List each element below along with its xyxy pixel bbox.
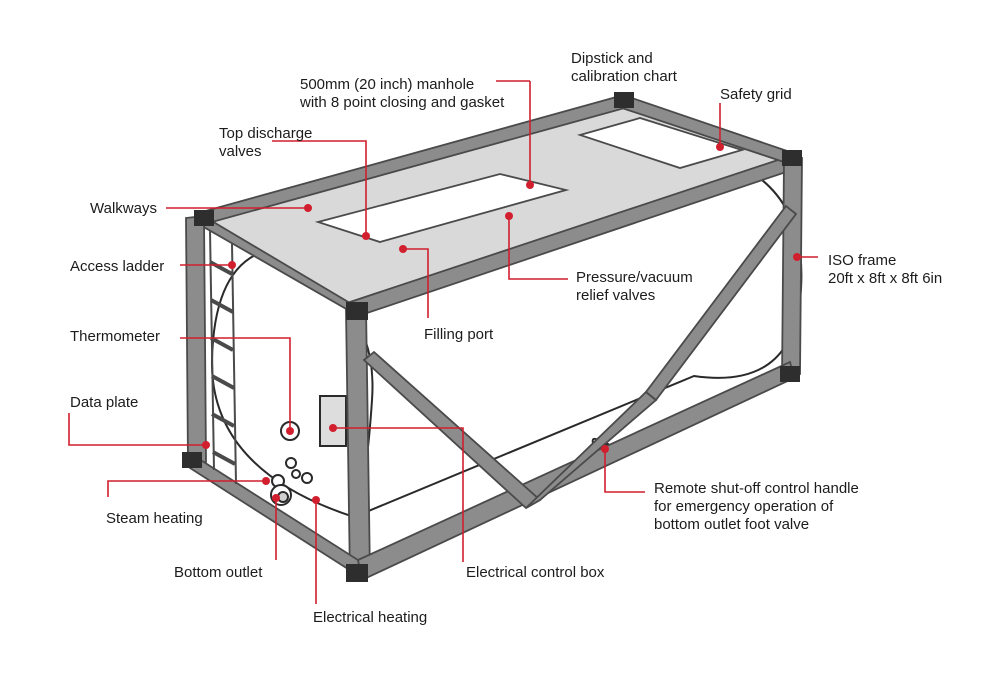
label-top-discharge: Top discharge valves	[219, 125, 313, 160]
label-steam-heating: Steam heating	[106, 510, 203, 527]
leader-top-discharge	[272, 140, 367, 236]
label-electrical-control-box: Electrical control box	[466, 564, 605, 581]
ladder-rail-2	[231, 243, 237, 485]
label-dipstick: Dipstick and calibration chart	[571, 50, 677, 85]
label-manhole: 500mm (20 inch) manhole with 8 point clo…	[300, 76, 505, 111]
label-electrical-heating: Electrical heating	[313, 609, 428, 626]
bottom-fittings	[270, 395, 610, 506]
label-filling-port: Filling port	[424, 326, 494, 343]
leader-steam-heating	[107, 480, 268, 497]
leader-filling-port	[403, 248, 429, 318]
label-access-ladder: Access ladder	[70, 258, 165, 275]
label-pressure-relief: Pressure/vacuum relief valves	[576, 269, 693, 304]
brace-side-3	[644, 204, 798, 402]
ladder-rail-1	[209, 229, 215, 471]
electrical-control-box-shape	[319, 395, 347, 447]
corner-castings	[182, 92, 802, 582]
post-back-right	[781, 156, 803, 380]
leader-electrical-control-box	[333, 427, 464, 562]
label-data-plate: Data plate	[70, 394, 139, 411]
fitting-small-1	[285, 457, 297, 469]
fitting-small-2	[301, 472, 313, 484]
leader-thermometer	[180, 337, 291, 431]
fitting-small-3	[291, 469, 301, 479]
walkway-hole-1	[314, 173, 570, 243]
leader-dots	[202, 143, 801, 504]
label-thermometer: Thermometer	[70, 328, 161, 345]
walkway-hole-2	[576, 117, 746, 169]
leader-lines	[68, 80, 818, 604]
leader-pressure-relief	[508, 216, 568, 280]
post-front-left	[185, 214, 207, 466]
label-safety-grid: Safety grid	[720, 86, 792, 103]
leader-data-plate	[68, 413, 206, 446]
post-front-right	[345, 304, 371, 582]
ladder-rungs	[209, 260, 236, 466]
label-iso-frame: ISO frame 20ft x 8ft x 8ft 6in	[828, 252, 943, 287]
label-bottom-outlet: Bottom outlet	[174, 564, 263, 581]
leader-remote-shutoff	[604, 449, 645, 493]
label-walkways: Walkways	[90, 200, 157, 217]
label-remote-shutoff: Remote shut-off control handle for emerg…	[654, 480, 859, 533]
iso-frame	[182, 92, 803, 582]
